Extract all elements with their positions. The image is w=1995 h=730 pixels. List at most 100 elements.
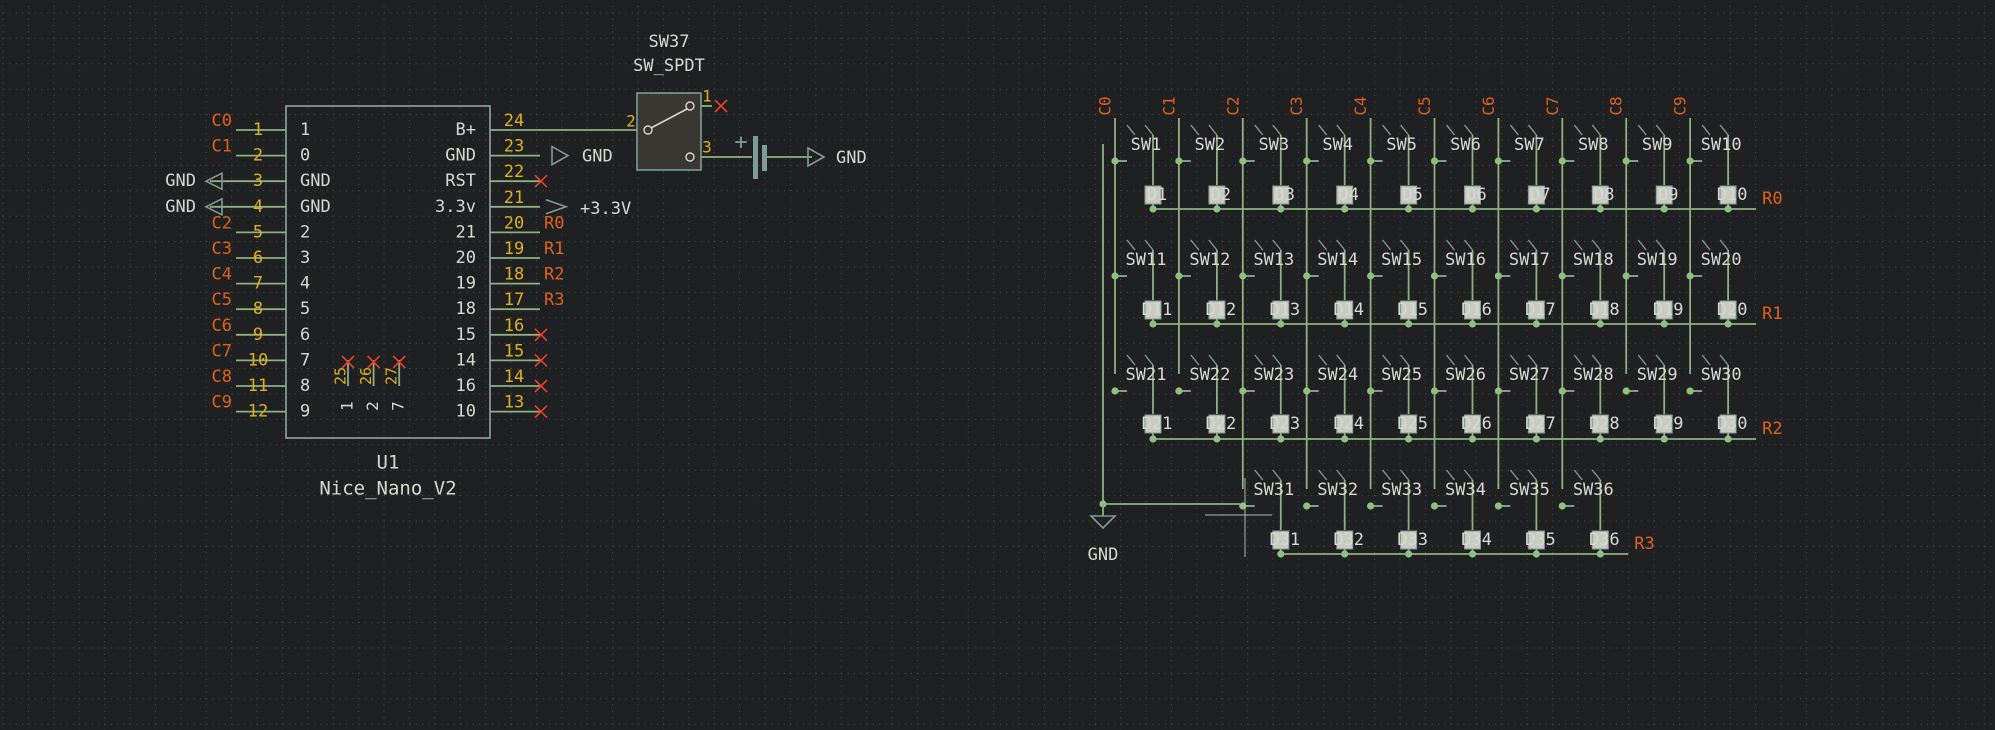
diode[interactable]: D11 (1142, 300, 1173, 324)
diode[interactable]: D9 (1655, 185, 1678, 209)
switch-contact-line (1318, 124, 1328, 136)
battery-plate (753, 136, 758, 179)
diode[interactable]: D32 (1333, 530, 1364, 554)
diode[interactable]: D13 (1269, 300, 1300, 324)
junction-dot (1724, 205, 1732, 213)
diode[interactable]: D3 (1272, 185, 1295, 209)
key-switch[interactable]: SW6 (1445, 124, 1481, 185)
diode[interactable]: D18 (1589, 300, 1620, 324)
diode[interactable]: D5 (1400, 185, 1423, 209)
diode[interactable]: D27 (1525, 414, 1556, 439)
key-switch[interactable]: SW35 (1509, 469, 1550, 530)
diode[interactable]: D30 (1717, 414, 1748, 439)
no-connect-stroke (714, 99, 728, 113)
diode-reference: D13 (1269, 300, 1300, 320)
junction-dot (1239, 157, 1247, 165)
diode[interactable]: D21 (1142, 414, 1173, 439)
junction-dot (1622, 157, 1630, 165)
key-switch[interactable]: SW9 (1637, 124, 1673, 185)
diode[interactable]: D6 (1464, 185, 1487, 209)
diode[interactable]: D17 (1525, 300, 1556, 324)
key-switch[interactable]: SW28 (1573, 354, 1614, 414)
diode[interactable]: D10 (1717, 185, 1748, 209)
diode[interactable]: D26 (1461, 414, 1492, 439)
pin-number: 2 (253, 146, 263, 166)
pin-name: 16 (456, 376, 476, 396)
key-switch[interactable]: SW3 (1254, 124, 1289, 185)
switch-reference: SW30 (1701, 365, 1742, 385)
key-switch[interactable]: SW5 (1382, 124, 1417, 185)
junction-dot (1277, 550, 1285, 558)
diode[interactable]: D20 (1717, 300, 1748, 324)
diode[interactable]: D14 (1333, 300, 1364, 324)
key-switch[interactable]: SW26 (1445, 354, 1486, 414)
key-switch[interactable]: SW34 (1445, 469, 1486, 530)
key-switch[interactable]: SW11 (1126, 239, 1167, 300)
key-switch[interactable]: SW14 (1317, 239, 1358, 300)
mcu-body[interactable] (285, 105, 491, 439)
key-switch[interactable]: SW32 (1317, 469, 1358, 530)
diode[interactable]: D2 (1208, 185, 1231, 209)
no-connect-marker (534, 379, 548, 393)
diode[interactable]: D25 (1397, 414, 1428, 439)
diode[interactable]: D1 (1144, 185, 1167, 209)
key-switch[interactable]: SW17 (1509, 239, 1550, 300)
diode[interactable]: D29 (1653, 414, 1684, 439)
key-switch[interactable]: SW23 (1253, 354, 1294, 414)
key-switch[interactable]: SW29 (1637, 354, 1678, 414)
key-switch[interactable]: SW30 (1701, 354, 1742, 414)
diode[interactable]: D28 (1589, 414, 1620, 439)
key-switch[interactable]: SW2 (1190, 124, 1225, 185)
junction-dot (1596, 550, 1604, 558)
junction-dot (1213, 320, 1221, 328)
diode[interactable]: D12 (1206, 300, 1237, 324)
switch-contact-line (1400, 354, 1410, 366)
diode[interactable]: D22 (1206, 414, 1237, 439)
key-switch[interactable]: SW27 (1509, 354, 1550, 414)
column-label: C7 (1543, 96, 1562, 115)
key-switch[interactable]: SW36 (1573, 469, 1614, 530)
key-switch[interactable]: SW31 (1253, 469, 1294, 530)
key-switch[interactable]: SW24 (1317, 354, 1358, 414)
key-switch[interactable]: SW22 (1189, 354, 1230, 414)
ground-label: GND (582, 147, 613, 167)
switch-contact-line (1318, 354, 1328, 366)
diode-reference: D25 (1397, 414, 1428, 434)
key-switch[interactable]: SW12 (1189, 239, 1230, 300)
diode[interactable]: D16 (1461, 300, 1492, 324)
ground-label: GND (165, 197, 196, 217)
key-switch[interactable]: SW8 (1573, 124, 1609, 185)
key-switch[interactable]: SW1 (1126, 124, 1161, 185)
key-switch[interactable]: SW16 (1445, 239, 1486, 300)
ground-label: GND (165, 171, 196, 191)
key-switch[interactable]: SW21 (1126, 354, 1167, 414)
key-switch[interactable]: SW13 (1253, 239, 1294, 300)
switch-contact-line (1382, 354, 1392, 366)
key-switch[interactable]: SW4 (1318, 124, 1353, 185)
diode[interactable]: D7 (1527, 185, 1551, 209)
key-switch[interactable]: SW20 (1701, 239, 1742, 300)
key-switch[interactable]: SW33 (1381, 469, 1422, 530)
no-connect-marker (341, 355, 355, 369)
key-switch[interactable]: SW25 (1381, 354, 1422, 414)
diode[interactable]: D4 (1336, 185, 1359, 209)
diode[interactable]: D23 (1269, 414, 1300, 439)
key-switch[interactable]: SW19 (1637, 239, 1678, 300)
diode[interactable]: D19 (1653, 300, 1684, 324)
key-switch[interactable]: SW15 (1381, 239, 1422, 300)
key-switch[interactable]: SW10 (1701, 124, 1742, 185)
diode[interactable]: D15 (1397, 300, 1428, 324)
key-switch[interactable]: SW18 (1573, 239, 1614, 300)
diode[interactable]: D24 (1333, 414, 1364, 439)
pin-number: 13 (504, 393, 524, 413)
switch-body[interactable] (636, 92, 702, 171)
key-switch[interactable]: SW7 (1509, 124, 1545, 185)
diode[interactable]: D31 (1269, 530, 1300, 554)
switch-contact-line (1445, 469, 1456, 481)
diode[interactable]: D33 (1397, 530, 1428, 554)
diode[interactable]: D35 (1525, 530, 1556, 554)
